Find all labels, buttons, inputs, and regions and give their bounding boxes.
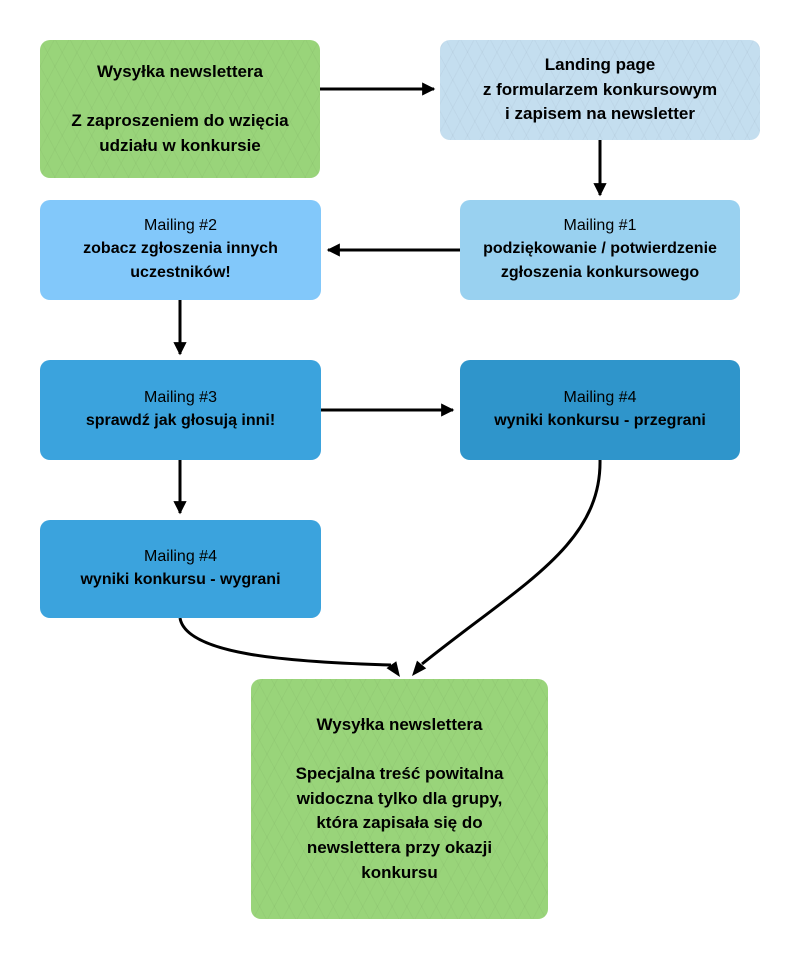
node-title: Mailing #4: [563, 388, 637, 406]
node-text: zobacz zgłoszenia innych: [83, 240, 278, 258]
node-mailing-1: Mailing #1 podziękowanie / potwierdzenie…: [460, 200, 740, 300]
node-text: konkursu: [361, 862, 438, 882]
node-title: Mailing #3: [144, 388, 217, 406]
node-mailing-2: Mailing #2 zobacz zgłoszenia innych ucze…: [40, 200, 321, 300]
node-text: z formularzem konkursowym: [482, 79, 718, 99]
node-text: która zapisała się do: [316, 813, 483, 833]
node-newsletter-invite: Wysyłka newslettera Z zaproszeniem do wz…: [40, 40, 320, 178]
node-text: wyniki konkursu - wygrani: [80, 571, 281, 588]
node-mailing-4-winners: Mailing #4 wyniki konkursu - wygrani: [40, 520, 321, 618]
node-newsletter-welcome: Wysyłka newslettera Specjalna treść powi…: [251, 679, 548, 919]
node-text: podziękowanie / potwierdzenie: [483, 240, 717, 258]
node-title: Mailing #1: [563, 217, 637, 235]
node-mailing-3: Mailing #3 sprawdź jak głosują inni!: [40, 360, 321, 460]
node-text: Z zaproszeniem do wzięcia: [71, 111, 289, 130]
node-text: widoczna tylko dla grupy,: [296, 788, 503, 808]
node-title: Mailing #2: [144, 217, 217, 235]
node-text: zgłoszenia konkursowego: [500, 263, 700, 281]
node-title: Wysyłka newslettera: [97, 61, 263, 81]
node-text: uczestników!: [130, 263, 231, 281]
node-text: udziału w konkursie: [99, 135, 261, 155]
arrowhead-mailing4w-to-final: [386, 661, 400, 677]
arrowhead-mailing4l-to-final: [412, 660, 427, 676]
node-text: sprawdź jak głosują inni!: [85, 412, 276, 429]
node-text: Specjalna treść powitalna: [295, 764, 504, 784]
node-text: newslettera przy okazji: [306, 837, 493, 857]
node-title: Wysyłka newslettera: [316, 714, 483, 734]
arrow-mailing4w-to-final: [178, 617, 392, 667]
node-landing-page: Landing page z formularzem konkursowym i…: [440, 40, 760, 140]
node-title: Landing page: [544, 55, 656, 75]
arrow-mailing4l-to-final: [421, 458, 602, 666]
node-mailing-4-losers: Mailing #4 wyniki konkursu - przegrani: [460, 360, 740, 460]
node-title: Mailing #4: [144, 547, 217, 565]
node-text: i zapisem na newsletter: [505, 104, 695, 124]
node-text: wyniki konkursu - przegrani: [494, 412, 706, 429]
